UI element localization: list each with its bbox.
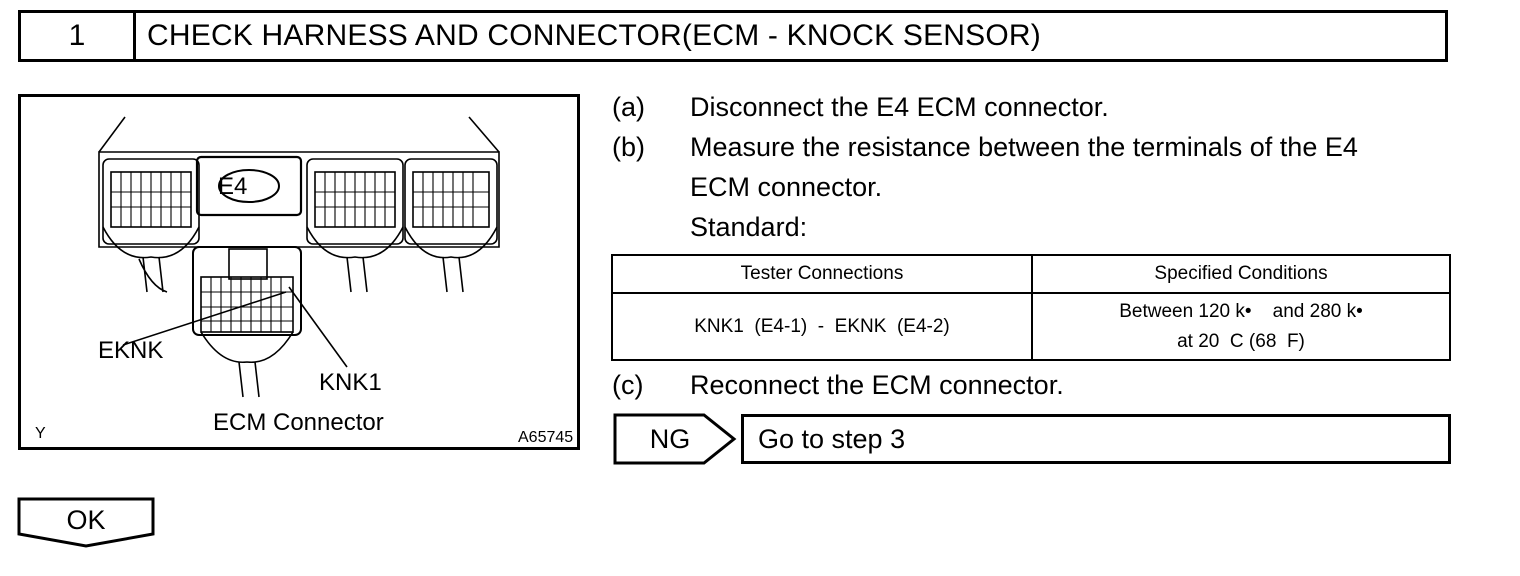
standard-label: Standard: — [690, 212, 808, 242]
step-b-line-2: ECM connector. — [690, 172, 883, 202]
eknk-label: EKNK — [98, 337, 164, 364]
figure-caption: ECM Connector — [213, 409, 384, 436]
step-header: 1 CHECK HARNESS AND CONNECTOR(ECM - KNOC… — [18, 10, 1448, 62]
condition-line-1: Between 120 k• and 280 k• — [1119, 300, 1363, 322]
ok-tag-shape — [17, 497, 155, 548]
spec-table: Tester Connections Specified Conditions … — [611, 254, 1451, 361]
knk1-label: KNK1 — [319, 369, 382, 396]
table-cell-condition: Between 120 k• and 280 k• at 20 C (68 F) — [1033, 294, 1449, 359]
table-header-tester: Tester Connections — [740, 263, 904, 284]
step-number: 1 — [21, 13, 136, 59]
ecm-connector-illustration — [98, 116, 500, 398]
figure-id: A65745 — [518, 429, 574, 446]
ok-label[interactable]: OK — [66, 505, 106, 535]
step-a-text: Disconnect the E4 ECM connector. — [690, 92, 1109, 122]
step-title: CHECK HARNESS AND CONNECTOR(ECM - KNOCK … — [147, 19, 1041, 52]
ecm-connector-figure: EKNK KNK1 ECM Connector Y A65745 E4 — [18, 94, 580, 450]
step-c-label: (c) — [612, 370, 644, 400]
ng-go-to-step[interactable]: Go to step 3 — [741, 414, 1451, 464]
ng-tag-shape — [613, 413, 737, 465]
table-cell-connection: KNK1 (E4-1) - EKNK (E4-2) — [694, 315, 950, 337]
step-b-label: (b) — [612, 132, 645, 162]
table-header-conditions: Specified Conditions — [1154, 263, 1328, 284]
ng-label: NG — [649, 424, 691, 454]
figure-corner-mark: Y — [35, 425, 46, 442]
step-a-label: (a) — [612, 92, 645, 122]
ng-action-text: Go to step 3 — [758, 424, 906, 454]
condition-line-2: at 20 C (68 F) — [1177, 330, 1305, 352]
step-b-line-1: Measure the resistance between the termi… — [690, 132, 1358, 162]
step-c-text: Reconnect the ECM connector. — [690, 370, 1064, 400]
connector-tag-e4: E4 — [218, 173, 248, 200]
